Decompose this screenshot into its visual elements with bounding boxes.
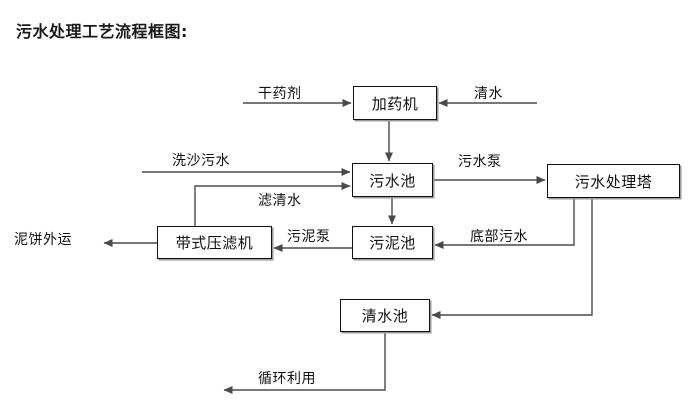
page-title: 污水处理工艺流程框图: — [16, 22, 188, 41]
edge-label-sewage-pump: 污水泵 — [458, 154, 502, 170]
node-sewage-pool[interactable]: 污水池 — [352, 163, 433, 197]
node-label-sewage-pool: 污水池 — [369, 171, 416, 190]
node-sludge-pool[interactable]: 污泥池 — [352, 226, 433, 259]
terminal-label-mud-cake-out: 泥饼外运 — [14, 232, 72, 248]
node-clean-water-pool[interactable]: 清水池 — [340, 299, 430, 332]
node-label-treatment-tower: 污水处理塔 — [574, 172, 653, 191]
node-label-dosing-machine: 加药机 — [371, 94, 419, 113]
node-dosing-machine[interactable]: 加药机 — [353, 86, 437, 120]
edge-clean-water-to-recycle — [223, 332, 386, 394]
node-belt-filter-press[interactable]: 带式压滤机 — [157, 226, 272, 259]
edge-label-sand-wash-sewage: 洗沙污水 — [172, 153, 230, 169]
node-treatment-tower[interactable]: 污水处理塔 — [547, 164, 680, 198]
edge-tower-bottom-sewage-to-sludge-pool — [434, 198, 575, 249]
edge-label-bottom-sewage: 底部污水 — [470, 229, 528, 245]
edge-label-recycle-use: 循环利用 — [258, 371, 316, 387]
edge-label-sludge-pump: 污泥泵 — [287, 229, 331, 245]
edge-filtered-water-to-sewage-pool — [194, 182, 351, 226]
edge-label-filtered-water: 滤清水 — [258, 193, 302, 209]
node-label-belt-filter-press: 带式压滤机 — [175, 234, 254, 252]
edge-label-clear-water: 清水 — [474, 86, 503, 102]
edge-tower-to-clean-water-pool — [431, 198, 593, 319]
node-label-sludge-pool: 污泥池 — [369, 234, 416, 252]
edge-label-dry-reagent: 干药剂 — [258, 86, 302, 102]
node-label-clean-water-pool: 清水池 — [361, 307, 409, 325]
